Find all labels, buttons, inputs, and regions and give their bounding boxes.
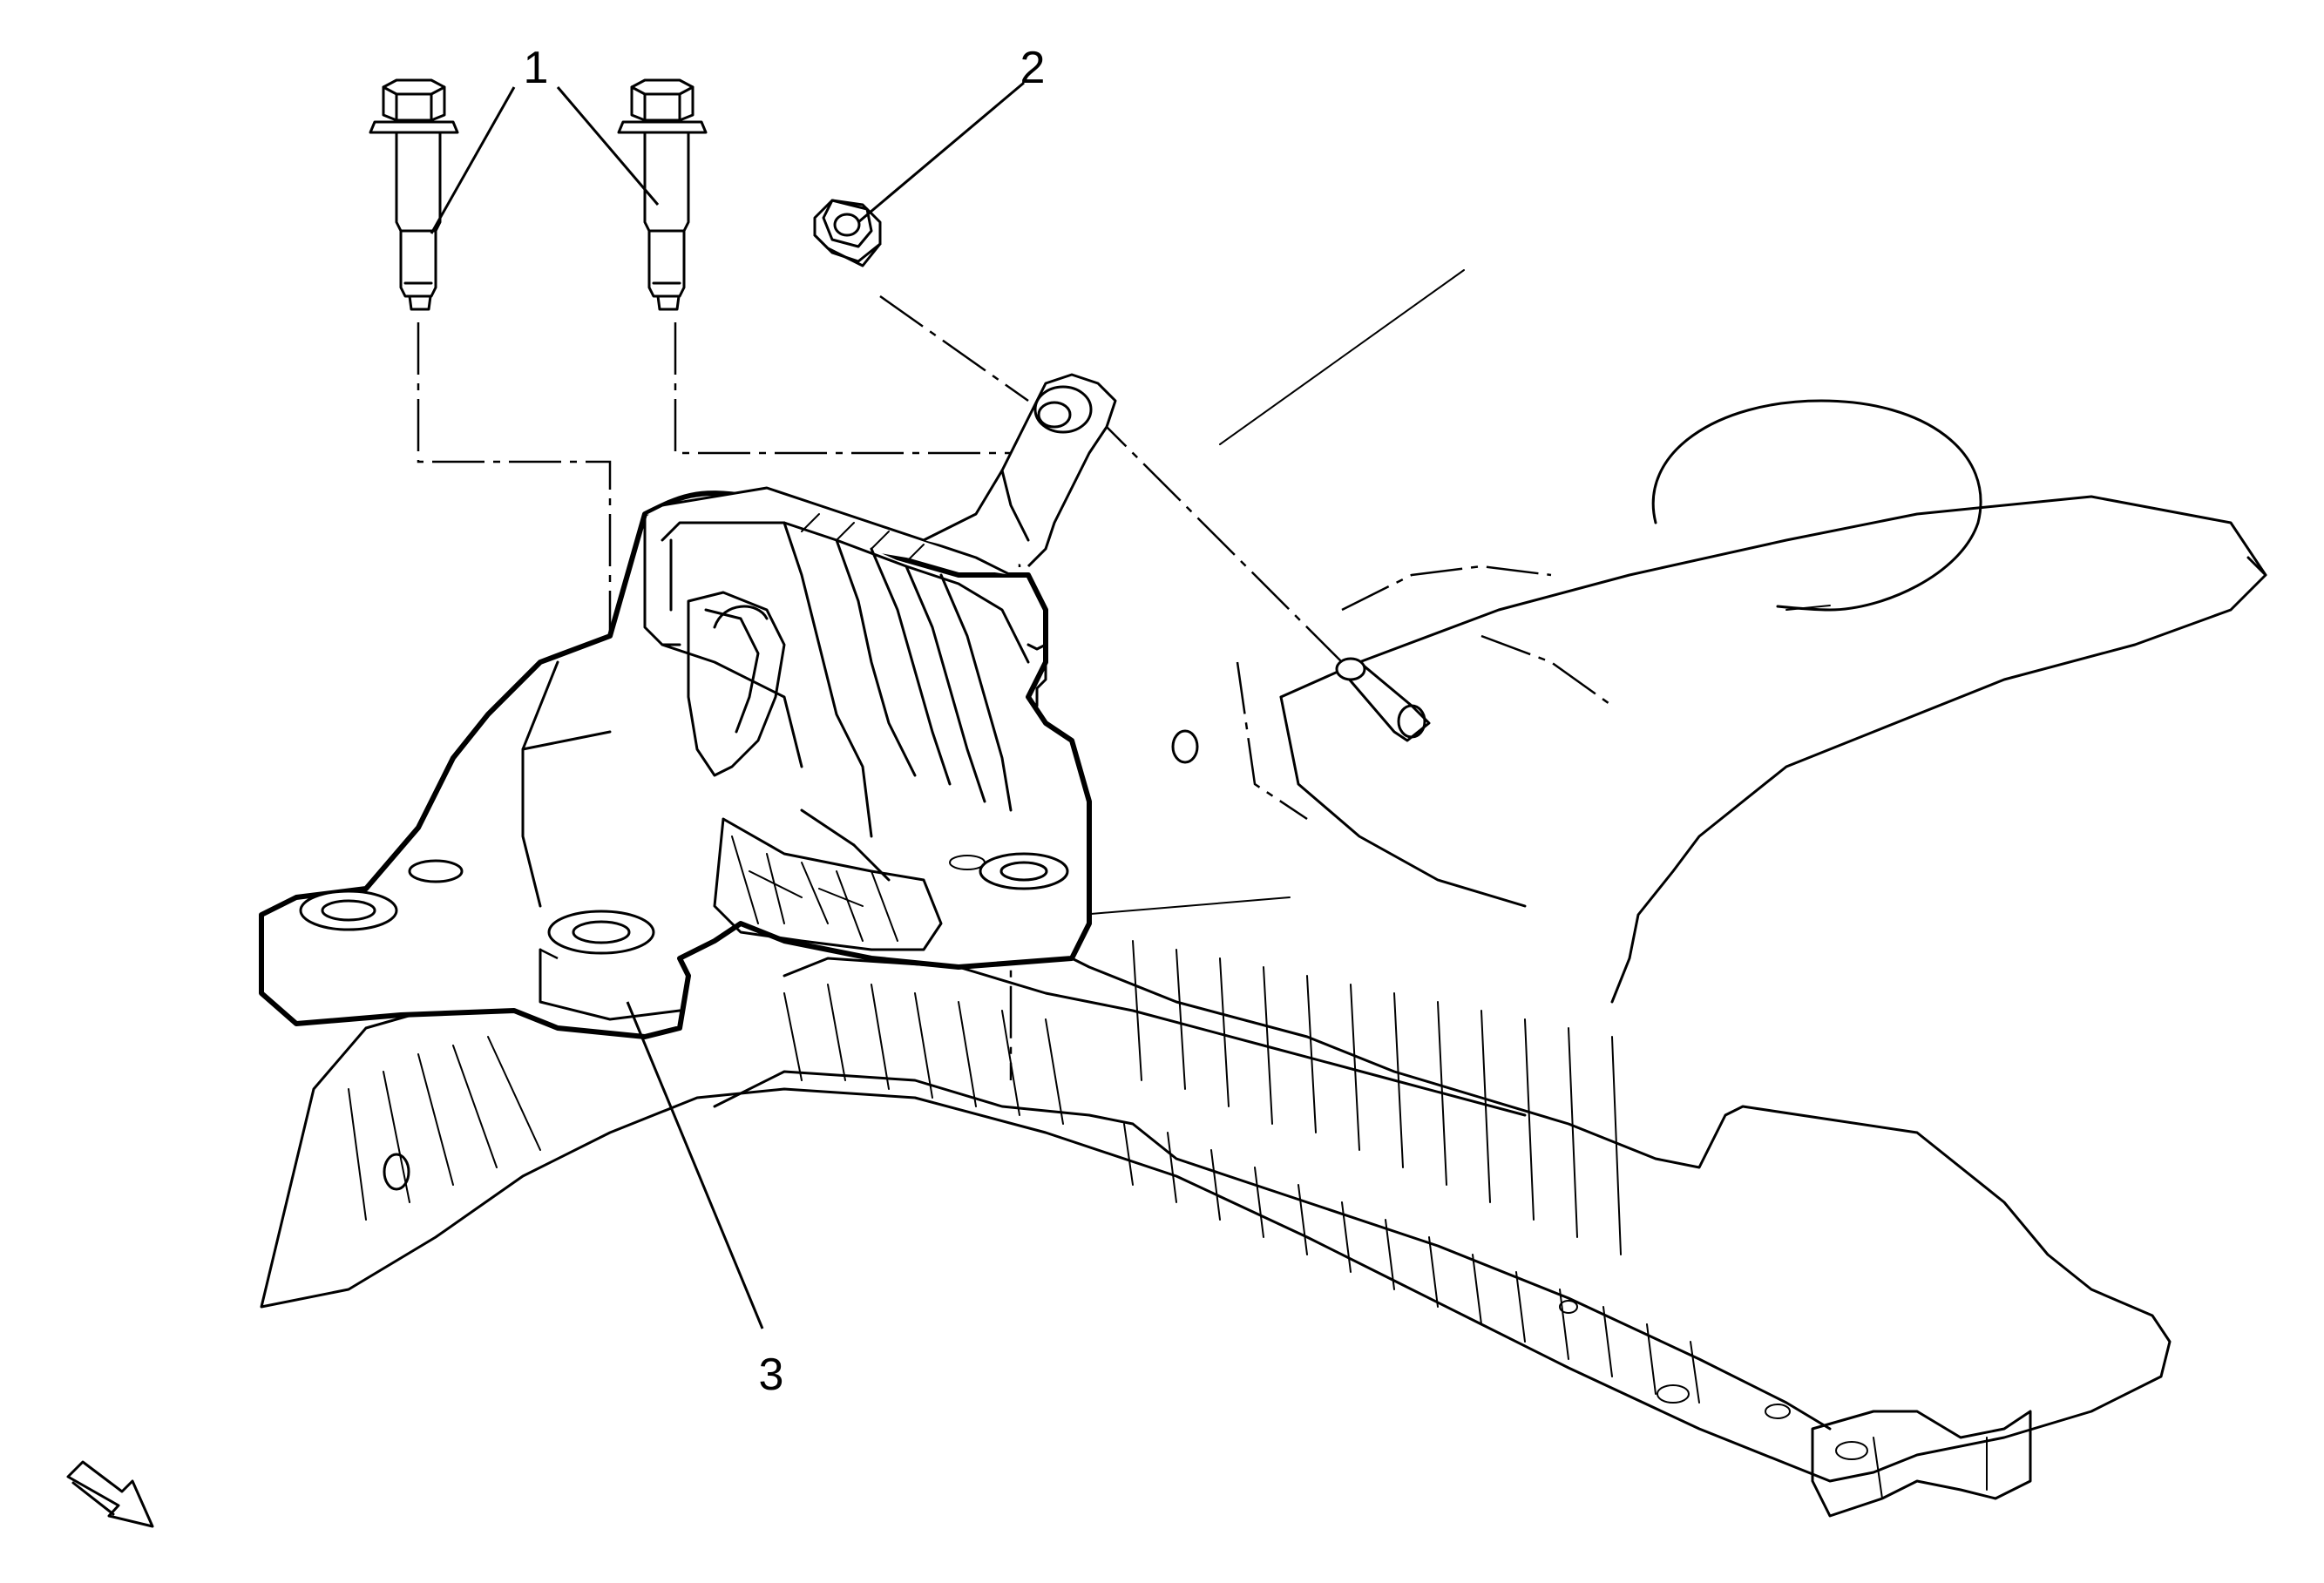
frame-rail bbox=[260, 729, 2172, 1518]
callout-1: 1 bbox=[524, 43, 549, 93]
callout-3: 3 bbox=[759, 1350, 784, 1400]
engine-mount bbox=[259, 486, 1092, 1039]
bolt-right bbox=[617, 78, 708, 311]
callout-2: 2 bbox=[1020, 43, 1046, 93]
body-panel bbox=[1080, 269, 2267, 1004]
mount-stud bbox=[1335, 657, 1431, 742]
view-direction-arrow-icon bbox=[66, 1460, 154, 1528]
bolt-left bbox=[369, 78, 459, 311]
leader-lines bbox=[430, 81, 1025, 1329]
mount-arm bbox=[923, 373, 1117, 707]
nut bbox=[813, 199, 882, 267]
